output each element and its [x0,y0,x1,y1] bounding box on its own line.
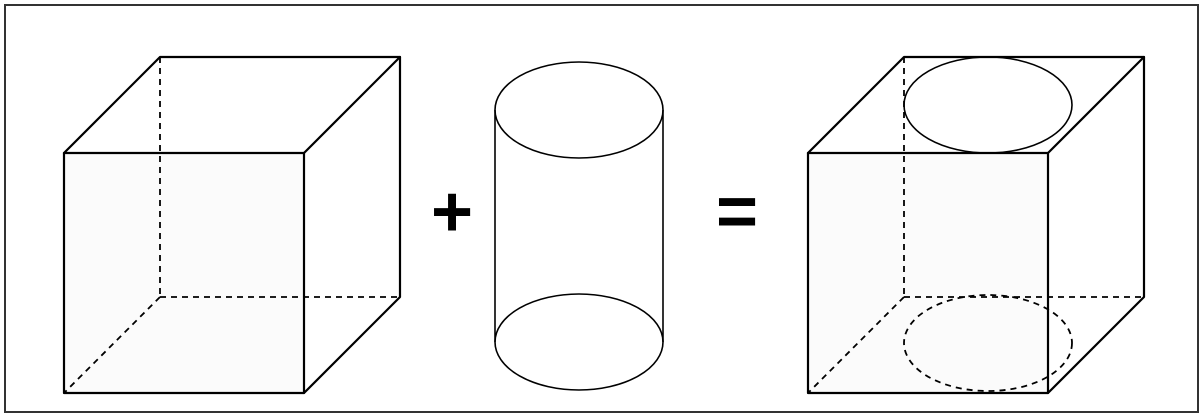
combined-bottom-ellipse [903,294,1073,392]
cylinder-bottom-ellipse [494,293,664,391]
combined-top-ellipse [903,56,1073,154]
cube-hidden-edge-diagonal [63,296,161,394]
combined-top-outline [806,55,1146,155]
combined-hidden-edge-diagonal [807,296,905,394]
combined-cube-front-face [808,153,1048,393]
equals-operator: = [716,172,758,252]
cube-top-outline [62,55,402,155]
cube-front-face [64,153,304,393]
frame-border [4,4,1199,413]
cube [62,55,402,395]
combined-front-outline [806,151,1050,395]
cylinder [494,61,664,391]
cylinder-top-ellipse [494,61,664,159]
combined-right-outline [1046,55,1146,395]
cube-right-outline [302,55,402,395]
cube-front-outline [62,151,306,395]
cube-with-cylinder [806,55,1146,395]
plus-operator: + [431,172,473,252]
